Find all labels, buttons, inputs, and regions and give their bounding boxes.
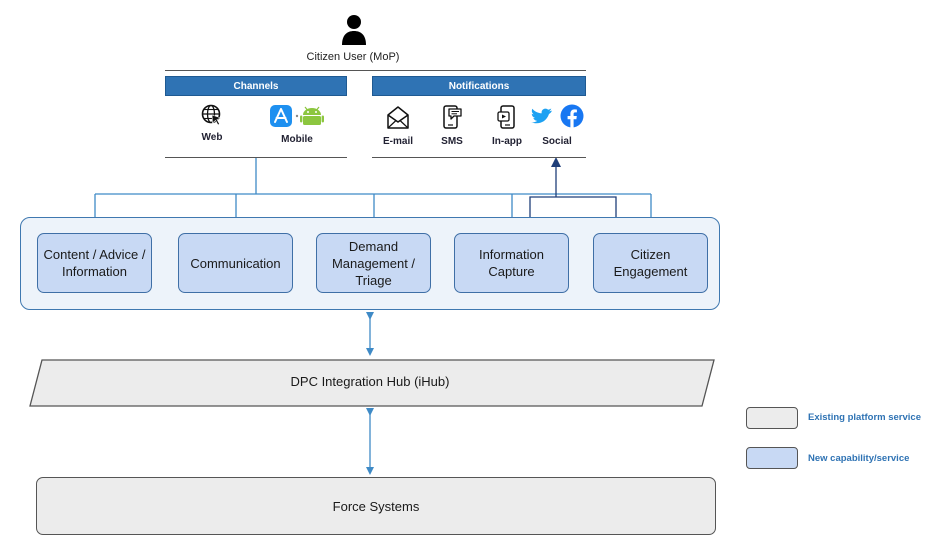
integration-hub-label: DPC Integration Hub (iHub)	[290, 374, 450, 389]
notification-in-app[interactable]: In-app	[486, 104, 528, 147]
notification-social[interactable]: Social	[528, 104, 586, 147]
legend-label-new: New capability/service	[808, 453, 910, 464]
notifications-header: Notifications	[372, 76, 586, 96]
channel-mobile-label: Mobile	[281, 134, 313, 145]
force-systems-box[interactable]: Force Systems	[36, 477, 716, 535]
notifications-panel-bottom	[372, 157, 586, 158]
notification-sms[interactable]: SMS	[434, 104, 470, 147]
user-divider	[165, 70, 586, 71]
notification-social-label: Social	[542, 136, 572, 147]
notification-email[interactable]: E-mail	[378, 104, 418, 147]
legend-swatch-existing	[746, 407, 798, 429]
channels-header: Channels	[165, 76, 347, 96]
sms-phone-icon	[434, 104, 470, 133]
channel-web-label: Web	[201, 132, 223, 143]
capability-demand-management-triage[interactable]: Demand Management / Triage	[316, 233, 431, 293]
legend-label-existing: Existing platform service	[808, 412, 921, 423]
channel-mobile[interactable]: Mobile	[266, 104, 328, 145]
envelope-icon	[378, 104, 418, 133]
in-app-phone-icon	[486, 104, 528, 133]
notification-in-app-label: In-app	[492, 136, 522, 147]
globe-cursor-icon	[190, 104, 234, 129]
app-store-android-icon	[266, 104, 328, 131]
person-icon	[340, 14, 368, 46]
twitter-facebook-icon	[528, 104, 586, 133]
capability-citizen-engagement[interactable]: Citizen Engagement	[593, 233, 708, 293]
capability-content-advice-information[interactable]: Content / Advice / Information	[37, 233, 152, 293]
legend-swatch-new	[746, 447, 798, 469]
channels-panel-bottom	[165, 157, 347, 158]
notification-email-label: E-mail	[382, 136, 413, 147]
capability-communication[interactable]: Communication	[178, 233, 293, 293]
notification-sms-label: SMS	[441, 136, 463, 147]
citizen-user-label: Citizen User (MoP)	[306, 51, 400, 63]
capability-information-capture[interactable]: Information Capture	[454, 233, 569, 293]
channel-web[interactable]: Web	[190, 104, 234, 143]
